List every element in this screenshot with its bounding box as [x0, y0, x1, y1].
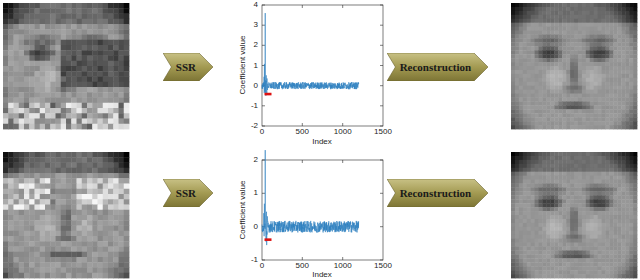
axis-title: Index	[312, 138, 332, 146]
tick-label: 0	[260, 128, 264, 136]
arrow-label: SSR	[176, 61, 197, 73]
tick-label: 500	[296, 262, 309, 270]
tick-label: -1	[251, 256, 258, 264]
tick-label: -2	[251, 122, 258, 130]
arrow-label: Reconstruction	[400, 187, 472, 199]
tick-label: 1000	[334, 128, 352, 136]
tick-label: 0	[260, 262, 264, 270]
tick-label: 1500	[374, 128, 392, 136]
tick-label: 3	[254, 21, 258, 29]
tick-label: 2	[254, 156, 258, 164]
arrow-label: Reconstruction	[400, 61, 472, 73]
plot-axes	[262, 5, 383, 260]
face-images	[3, 3, 637, 278]
tick-label: 0	[254, 82, 258, 90]
process-arrow: Reconstruction	[387, 179, 488, 207]
process-arrow: SSR	[163, 53, 213, 81]
tick-label: 2	[254, 41, 258, 49]
tick-label: 4	[254, 1, 258, 9]
arrow-label: SSR	[176, 187, 197, 199]
tick-label: 0	[254, 223, 258, 231]
process-arrow: Reconstruction	[387, 53, 488, 81]
axis-title: Coefficient value	[238, 181, 246, 240]
axis-title: Coefficient value	[238, 36, 246, 95]
process-arrow: SSR	[163, 179, 213, 207]
tick-label: Index	[312, 271, 332, 279]
tick-label: 1000	[334, 262, 352, 270]
tick-label: 1	[254, 62, 258, 70]
tick-label: 500	[296, 128, 309, 136]
tick-label: 1	[254, 189, 258, 197]
tick-label: 1500	[374, 262, 392, 270]
tick-label: -1	[251, 102, 258, 110]
coefficient-plots	[262, 13, 359, 245]
